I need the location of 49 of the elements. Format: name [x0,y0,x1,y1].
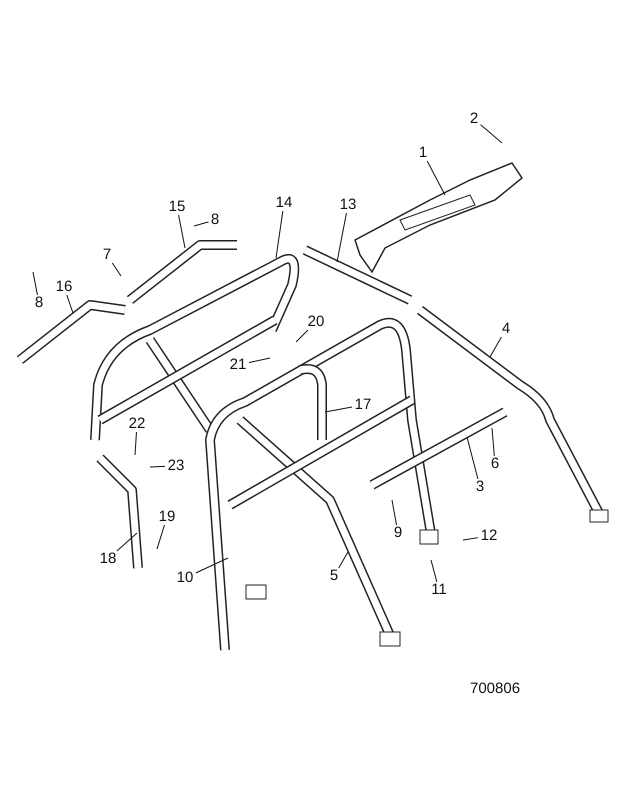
leader-line [426,160,446,196]
leader-line [248,358,270,364]
callout-number: 22 [126,416,148,432]
leader-line [466,436,478,480]
leader-line [32,272,38,296]
leader-line [150,466,166,468]
leader-line [194,221,209,226]
callout-number: 6 [488,456,502,472]
callout-number: 8 [208,212,222,228]
callout-number: 4 [500,321,512,337]
leader-line [338,552,348,568]
leader-line [430,560,438,582]
callout-number: 1 [416,145,430,161]
callout-number: 9 [392,525,404,541]
callout-number: 3 [474,479,486,495]
callout-number: 16 [53,279,75,295]
callout-number: 17 [352,397,374,413]
callout-number: 11 [428,582,450,598]
callout-number: 20 [305,314,327,330]
callout-number: 19 [156,509,178,525]
leader-line [296,330,308,342]
leader-line [324,406,352,412]
callout-number: 7 [100,247,114,263]
callout-number: 10 [174,570,196,586]
leader-line [392,500,398,526]
leader-line [156,524,165,550]
diagram-number: 700806 [470,680,520,697]
callout-number: 18 [97,551,119,567]
callout-number: 2 [468,111,480,127]
callout-number: 13 [337,197,359,213]
leader-line [462,537,478,540]
callout-number: 8 [32,295,46,311]
callout-number: 14 [273,195,295,211]
callout-number: 23 [165,458,187,474]
callout-number: 12 [478,528,500,544]
leader-line [492,428,495,456]
leader-line [196,558,228,574]
leader-line [490,336,502,358]
callout-number: 5 [328,568,340,584]
leader-line [336,212,347,262]
leader-line [276,210,284,258]
leader-line [116,532,138,552]
leader-line [134,432,137,456]
callout-number: 15 [166,199,188,215]
leader-line [66,294,74,314]
callout-number: 21 [227,357,249,373]
leader-line [178,214,186,248]
leader-line [480,124,502,144]
leader-line [112,262,122,276]
